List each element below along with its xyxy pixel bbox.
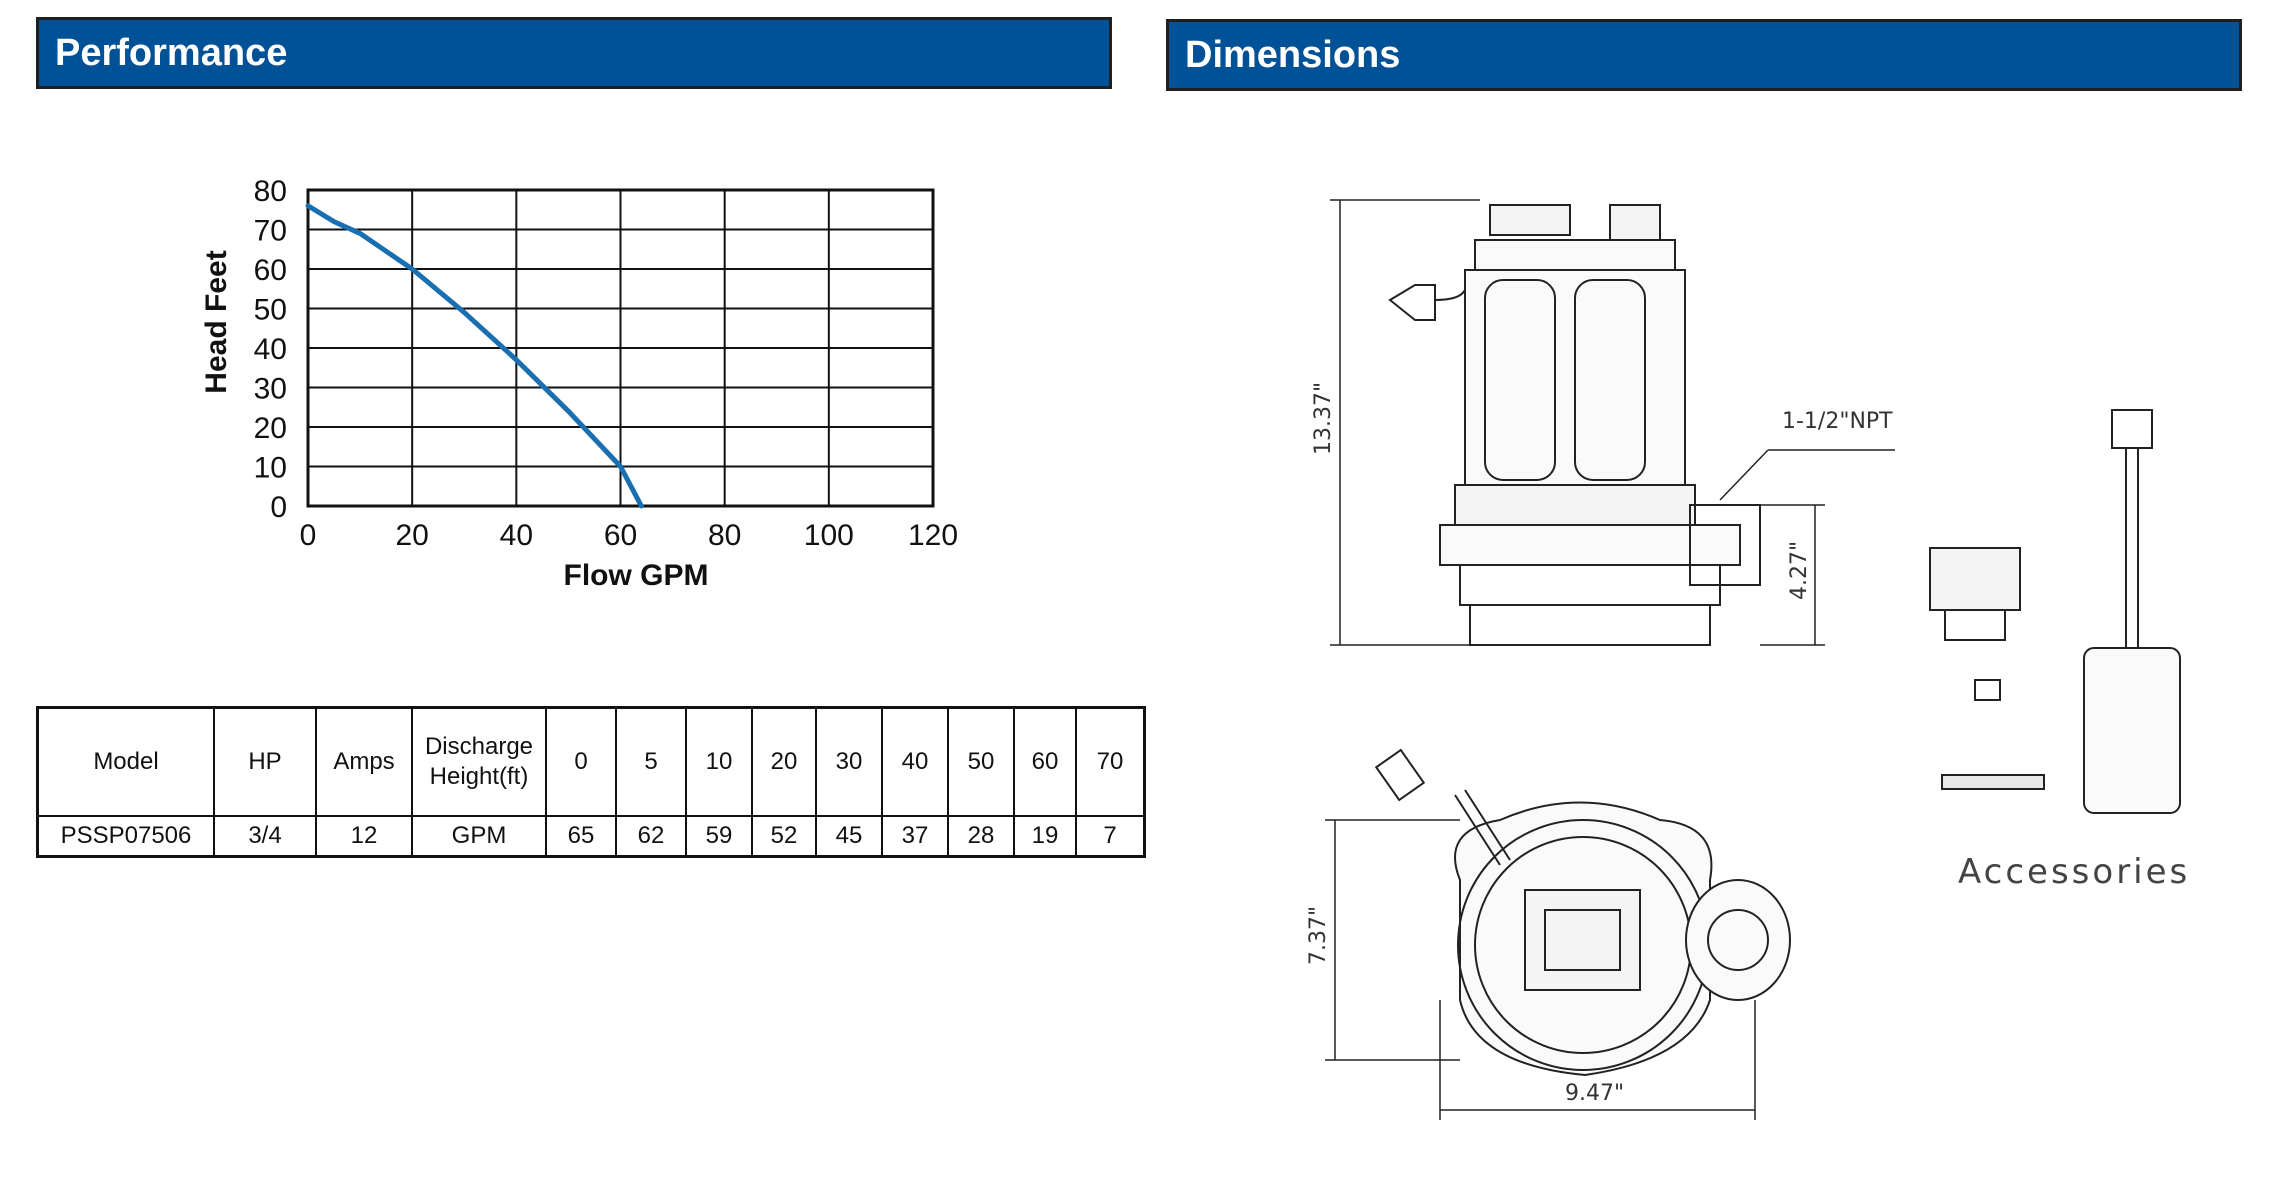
- cell-amps: 12: [315, 815, 413, 858]
- dim-label-width-bottom: 9.47": [1565, 1081, 1624, 1106]
- cell-gpm-0: 65: [545, 815, 617, 858]
- dim-label-height-total: 13.37": [1311, 382, 1336, 455]
- cell-gpm-30: 45: [815, 815, 883, 858]
- cell-gpm-60: 19: [1013, 815, 1077, 858]
- header-hp: HP: [213, 706, 317, 817]
- header-height-30: 30: [815, 706, 883, 817]
- pump-side-view: [1388, 204, 1761, 646]
- table-header-row: Model HP Amps Discharge Height(ft) 0 5 1…: [36, 706, 1146, 817]
- cell-gpm-50: 28: [947, 815, 1015, 858]
- performance-table: Model HP Amps Discharge Height(ft) 0 5 1…: [36, 706, 1146, 858]
- header-discharge-height: Discharge Height(ft): [411, 706, 547, 817]
- header-height-40: 40: [881, 706, 949, 817]
- accessories-label: Accessories: [1958, 852, 2191, 892]
- header-height-70: 70: [1075, 706, 1146, 817]
- header-height-20: 20: [751, 706, 817, 817]
- header-amps: Amps: [315, 706, 413, 817]
- header-height-60: 60: [1013, 706, 1077, 817]
- cell-gpm-40: 37: [881, 815, 949, 858]
- dim-label-npt: 1-1/2"NPT: [1782, 409, 1893, 434]
- header-model: Model: [36, 706, 215, 817]
- cell-gpm-5: 62: [615, 815, 687, 858]
- cell-hp: 3/4: [213, 815, 317, 858]
- cell-gpm-70: 7: [1075, 815, 1146, 858]
- header-height-50: 50: [947, 706, 1015, 817]
- cell-gpm-10: 59: [685, 815, 753, 858]
- header-height-5: 5: [615, 706, 687, 817]
- performance-title: Performance: [55, 31, 288, 74]
- cell-unit: GPM: [411, 815, 547, 858]
- pump-top-view: [1374, 748, 1791, 1077]
- table-row: PSSP07506 3/4 12 GPM 65 62 59 52 45 37 2…: [36, 815, 1146, 858]
- accessories-drawing: [1929, 409, 2181, 814]
- cell-model: PSSP07506: [36, 815, 215, 858]
- dim-label-height-discharge: 4.27": [1787, 541, 1812, 600]
- header-height-10: 10: [685, 706, 753, 817]
- dim-label-width-top: 7.37": [1306, 906, 1331, 965]
- header-height-0: 0: [545, 706, 617, 817]
- performance-header: Performance: [36, 17, 1112, 89]
- cell-gpm-20: 52: [751, 815, 817, 858]
- dimensions-title: Dimensions: [1185, 33, 1401, 76]
- dimension-lines: [1325, 199, 1895, 1120]
- dimensions-header: Dimensions: [1166, 19, 2242, 91]
